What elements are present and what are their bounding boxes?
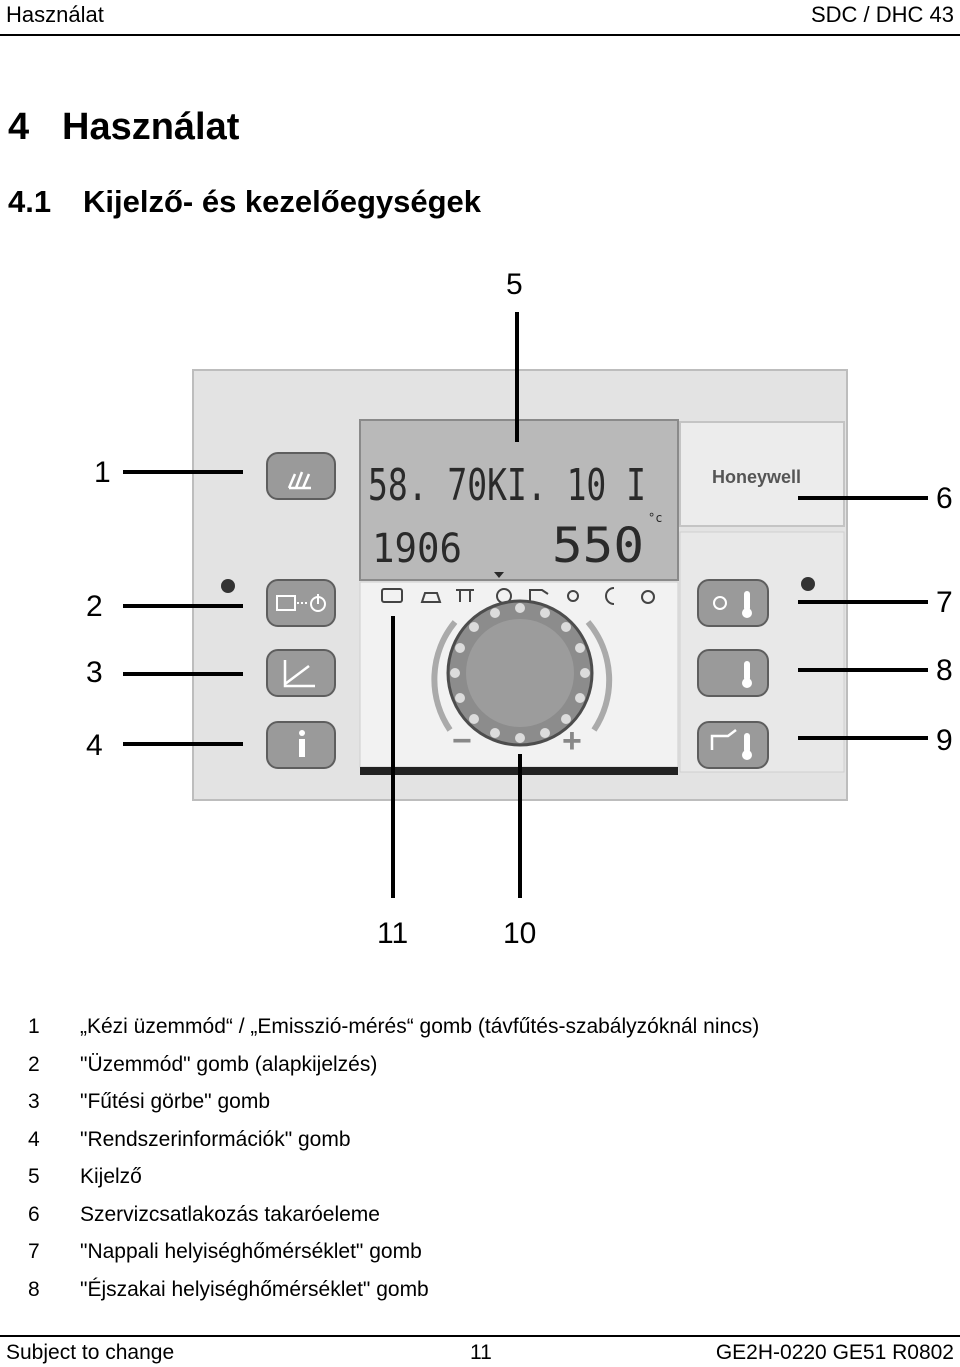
dial-grip-dots <box>450 603 590 743</box>
callout-9: 9 <box>936 724 953 757</box>
operating-mode-button[interactable] <box>266 579 336 627</box>
lcd-row-1: 58. 70KI. 10 I <box>368 460 646 511</box>
list-item: 7 "Nappali helyiséghőmérséklet" gomb <box>28 1233 759 1271</box>
list-item-text: "Fűtési görbe" gomb <box>80 1090 271 1113</box>
page-number: 11 <box>470 1341 492 1364</box>
curve-icon <box>283 660 315 688</box>
footer-left: Subject to change <box>6 1341 175 1364</box>
footer-right: GE2H-0220 GE51 R0802 <box>715 1341 954 1364</box>
callout-1: 1 <box>94 456 111 489</box>
party-icon <box>456 589 474 602</box>
moon-icon <box>605 587 615 605</box>
system-info-button[interactable] <box>266 721 336 769</box>
list-item-text: Szervizcsatlakozás takaróeleme <box>80 1202 380 1226</box>
list-item: 6 Szervizcsatlakozás takaróeleme <box>28 1196 759 1234</box>
list-item: 2 "Üzemmód" gomb (alapkijelzés) <box>28 1046 759 1084</box>
dial-arc-left <box>431 620 458 732</box>
list-item: 5 Kijelző <box>28 1158 759 1196</box>
page-footer: Subject to change 11 GE2H-0220 GE51 R080… <box>0 1335 960 1367</box>
heading-2-title: Kijelző- és kezelőegységek <box>83 184 482 219</box>
lcd-unit: °c <box>648 511 662 525</box>
service-cover[interactable] <box>679 421 845 527</box>
car-icon <box>420 592 442 603</box>
legend-list: 1 „Kézi üzemmód“ / „Emisszió-mérés“ gomb … <box>28 1008 759 1308</box>
list-item-number: 8 <box>28 1277 40 1301</box>
manual-mode-button[interactable] <box>266 452 336 500</box>
thermometer-icon <box>744 733 750 753</box>
tap-icon <box>529 589 549 602</box>
list-item-text: Kijelző <box>80 1165 142 1188</box>
callout-6: 6 <box>936 482 953 515</box>
mode-symbols <box>381 587 655 605</box>
day-temperature-button[interactable] <box>697 579 769 627</box>
list-item: 8 "Éjszakai helyiséghőmérséklet" gomb <box>28 1271 759 1309</box>
briefcase-icon <box>381 588 403 603</box>
thermometer-icon <box>744 591 750 611</box>
callout-7: 7 <box>936 586 953 619</box>
lcd-row-2-right: 550 <box>552 518 644 574</box>
briefcase-icon <box>276 595 296 611</box>
header-right: SDC / DHC 43 <box>810 2 954 27</box>
callout-8: 8 <box>936 654 953 687</box>
callout-11: 11 <box>377 917 408 950</box>
lcd-row-2-left: 1906 <box>372 526 462 572</box>
list-item-number: 7 <box>28 1240 40 1263</box>
info-icon <box>299 730 305 736</box>
list-item-text: "Üzemmód" gomb (alapkijelzés) <box>80 1052 378 1076</box>
callout-lines <box>123 312 928 898</box>
lcd-cursor-icon <box>494 572 504 578</box>
sun-icon <box>713 596 727 610</box>
callout-5: 5 <box>506 268 523 301</box>
brand-logo: Honeywell <box>712 467 801 487</box>
header-left: Használat <box>6 2 104 27</box>
callout-3: 3 <box>86 656 103 689</box>
controller-figure: 58. 70KI. 10 I 1906 550 °c Honeywell <box>86 268 953 950</box>
tap-icon <box>710 729 737 750</box>
list-item-number: 4 <box>28 1127 40 1151</box>
heading-1: 4 Használat <box>8 106 239 149</box>
dial-arc-right <box>585 620 613 732</box>
list-item: 1 „Kézi üzemmód“ / „Emisszió-mérés“ gomb … <box>28 1008 759 1046</box>
callout-10: 10 <box>503 917 536 950</box>
heading-1-title: Használat <box>62 106 240 148</box>
heading-2: 4.1 Kijelző- és kezelőegységek <box>8 184 481 220</box>
list-item-number: 5 <box>28 1165 40 1188</box>
dial-minus-label: − <box>452 722 472 760</box>
page-header: Használat SDC / DHC 43 <box>0 0 960 36</box>
list-item-number: 3 <box>28 1090 40 1113</box>
callout-2: 2 <box>86 590 103 623</box>
heading-2-number: 4.1 <box>8 184 52 219</box>
list-item: 3 "Fűtési görbe" gomb <box>28 1083 759 1121</box>
heating-curve-button[interactable] <box>266 649 336 697</box>
list-item-text: "Nappali helyiséghőmérséklet" gomb <box>80 1240 422 1263</box>
heading-1-number: 4 <box>8 106 30 148</box>
list-item: 4 "Rendszerinformációk" gomb <box>28 1121 759 1159</box>
led-left <box>221 579 235 593</box>
list-item-text: "Rendszerinformációk" gomb <box>80 1127 351 1151</box>
sun-icon <box>567 590 579 602</box>
callout-4: 4 <box>86 729 103 762</box>
hand-icon <box>287 471 311 490</box>
night-temperature-button[interactable] <box>697 649 769 697</box>
hot-water-button[interactable] <box>697 721 769 769</box>
led-right <box>801 577 815 591</box>
list-item-text: "Éjszakai helyiséghőmérséklet" gomb <box>80 1277 429 1301</box>
dial-plus-label: + <box>562 722 582 760</box>
list-item-text: „Kézi üzemmód“ / „Emisszió-mérés“ gomb (… <box>80 1015 760 1038</box>
lcd-display <box>359 419 679 581</box>
rotary-dial[interactable] <box>446 599 594 747</box>
list-item-number: 1 <box>28 1015 40 1038</box>
list-item-number: 6 <box>28 1202 40 1226</box>
thermometer-icon <box>744 661 750 681</box>
list-item-number: 2 <box>28 1052 40 1076</box>
power-icon <box>641 590 655 604</box>
